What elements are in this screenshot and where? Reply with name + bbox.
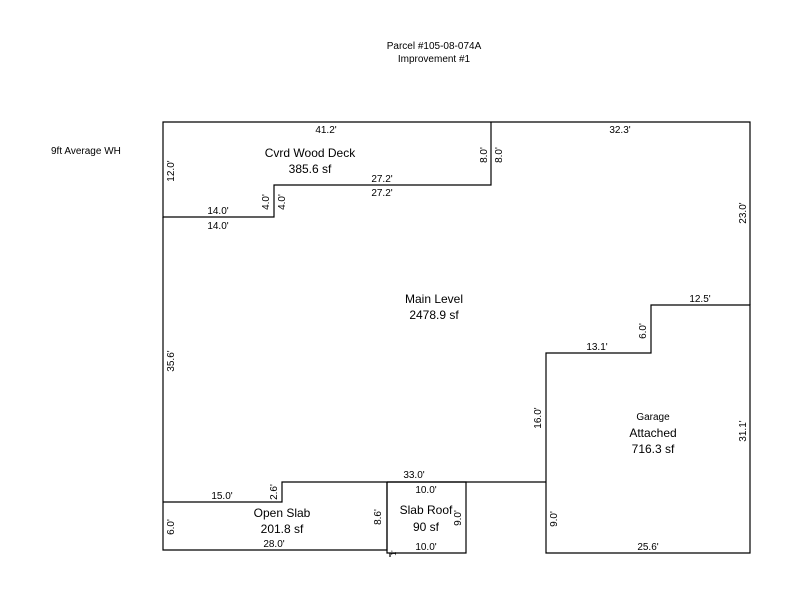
wall-height-note: 9ft Average WH bbox=[51, 146, 121, 157]
dim-garage-lower-left: 9.0' bbox=[549, 511, 560, 527]
dim-slab-bottom: 28.0' bbox=[263, 539, 284, 550]
dim-deck-step-left: 4.0' bbox=[261, 194, 272, 210]
dim-main-left: 35.6' bbox=[166, 350, 177, 371]
dim-deck-top: 41.2' bbox=[315, 125, 336, 136]
dim-main-right: 23.0' bbox=[738, 202, 749, 223]
horizontal-dimensions: 41.2' 32.3' 27.2' 27.2' 14.0' 14.0' 12.5… bbox=[207, 125, 710, 553]
vertical-dimensions: 12.0' 8.0' 8.0' 4.0' 4.0' 23.0' 35.6' 6.… bbox=[166, 147, 749, 556]
garage-name: Garage bbox=[636, 412, 670, 423]
improvement-title: Improvement #1 bbox=[398, 54, 471, 65]
slab-roof-size: 90 sf bbox=[413, 520, 440, 534]
slab-roof-outline bbox=[386, 481, 467, 554]
deck-size: 385.6 sf bbox=[289, 162, 332, 176]
dim-deck-bottom-lower: 14.0' bbox=[207, 221, 228, 232]
dim-main-bottom: 33.0' bbox=[403, 470, 424, 481]
slab-roof-name: Slab Roof bbox=[400, 503, 453, 517]
dim-deck-right-outer: 8.0' bbox=[479, 147, 490, 163]
garage-subname: Attached bbox=[629, 426, 676, 440]
garage-outline bbox=[545, 304, 751, 554]
dim-slab-step: 2.6' bbox=[269, 484, 280, 500]
parcel-title: Parcel #105-08-074A bbox=[387, 41, 482, 52]
main-level-size: 2478.9 sf bbox=[409, 308, 459, 322]
dim-slab-top: 15.0' bbox=[211, 491, 232, 502]
dim-garage-step-top: 13.1' bbox=[586, 342, 607, 353]
open-slab-name: Open Slab bbox=[254, 506, 311, 520]
dim-slab-left: 6.0' bbox=[166, 519, 177, 535]
dim-deck-mid-lower: 27.2' bbox=[371, 188, 392, 199]
deck-outline bbox=[162, 121, 492, 218]
dim-main-top-right: 32.3' bbox=[609, 125, 630, 136]
dim-slabroof-right: 9.0' bbox=[453, 510, 464, 526]
deck-name: Cvrd Wood Deck bbox=[265, 146, 356, 160]
open-slab-size: 201.8 sf bbox=[261, 522, 304, 536]
main-level-outline bbox=[491, 121, 751, 305]
dim-deck-step-right: 4.0' bbox=[277, 194, 288, 210]
garage-size: 716.3 sf bbox=[632, 442, 675, 456]
dim-slabroof-bottom: 10.0' bbox=[415, 542, 436, 553]
dim-deck-bottom-upper: 14.0' bbox=[207, 206, 228, 217]
dim-deck-left: 12.0' bbox=[166, 160, 177, 181]
main-level-name: Main Level bbox=[405, 292, 463, 306]
dim-garage-bottom: 25.6' bbox=[637, 542, 658, 553]
dim-garage-right: 31.1' bbox=[738, 420, 749, 441]
dim-slabroof-top: 10.0' bbox=[415, 485, 436, 496]
dim-slabroof-left: 8.6' bbox=[373, 509, 384, 525]
dim-garage-step: 6.0' bbox=[638, 323, 649, 339]
dim-garage-left: 16.0' bbox=[533, 407, 544, 428]
dim-slabroof-tiny: 1' bbox=[391, 550, 398, 555]
dim-deck-right-inner: 8.0' bbox=[494, 147, 505, 163]
dim-garage-top: 12.5' bbox=[689, 294, 710, 305]
dim-deck-mid-upper: 27.2' bbox=[371, 174, 392, 185]
sketch-outline bbox=[162, 121, 751, 557]
